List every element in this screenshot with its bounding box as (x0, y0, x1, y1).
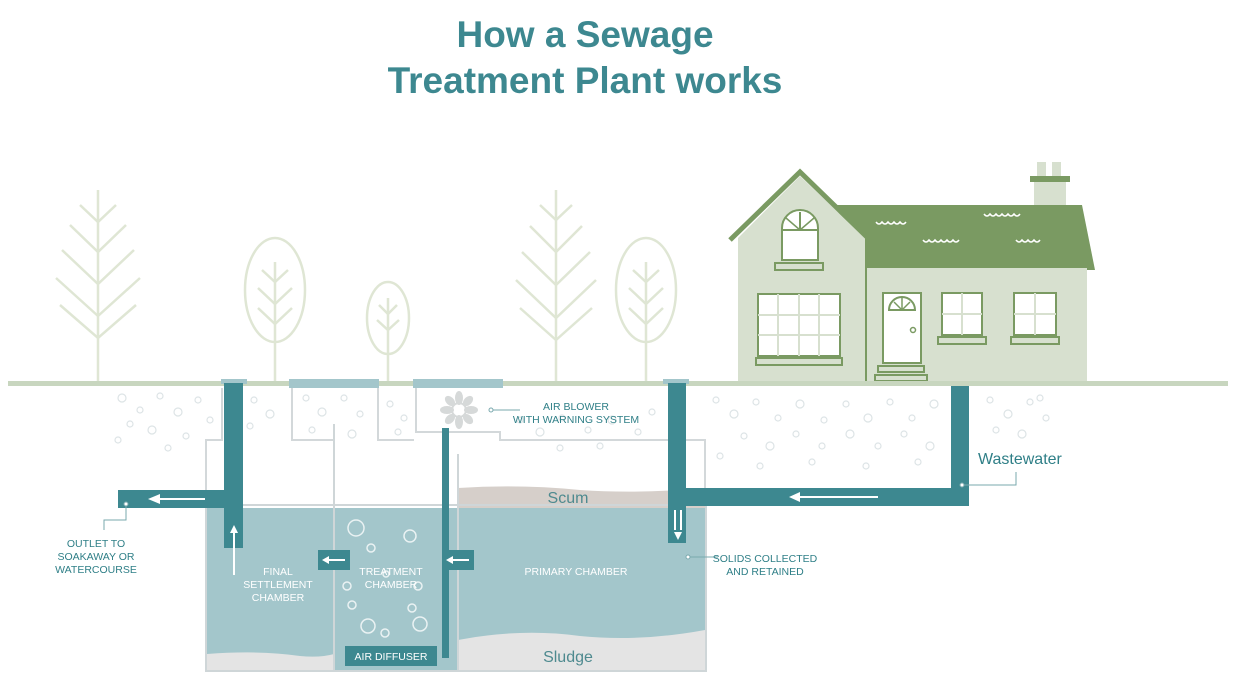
cover-1 (221, 379, 247, 384)
solids-label-2: AND RETAINED (726, 566, 804, 578)
air-blower-label-1: AIR BLOWER (543, 401, 609, 413)
page-title: How a Sewage Treatment Plant works (0, 12, 1170, 104)
tree-5 (614, 236, 678, 383)
title-line-2: Treatment Plant works (387, 60, 783, 101)
outlet-label-3: WATERCOURSE (55, 564, 137, 576)
treatment-chamber-label-2: CHAMBER (365, 579, 418, 591)
tree-2 (243, 236, 307, 383)
cover-3 (413, 379, 503, 388)
solids-label-1: SOLIDS COLLECTED (713, 553, 818, 565)
tank-water (207, 486, 705, 670)
primary-chamber-label: PRIMARY CHAMBER (525, 566, 628, 578)
tree-1 (55, 190, 141, 383)
air-bubbles (342, 519, 428, 638)
house (728, 162, 1095, 382)
scum-label: Scum (548, 490, 589, 507)
flow-arrows (148, 492, 878, 575)
tree-3 (365, 280, 411, 383)
sludge-label: Sludge (543, 649, 593, 666)
cover-2 (289, 379, 379, 388)
treatment-chamber-label-1: TREATMENT (359, 566, 423, 578)
callout-lines (103, 407, 1017, 560)
chamber-walls (205, 424, 707, 672)
title-line-1: How a Sewage (456, 14, 714, 55)
wastewater-label: Wastewater (978, 451, 1063, 468)
air-diffuser-label: AIR DIFFUSER (355, 651, 428, 663)
gravel (114, 392, 1050, 470)
outlet-label-2: SOAKAWAY OR (57, 551, 134, 563)
cover-4 (663, 379, 689, 384)
tree-4 (515, 190, 597, 383)
ground-line (8, 381, 1228, 386)
outlet-label-1: OUTLET TO (67, 538, 125, 550)
final-settlement-label-1: FINAL (263, 566, 293, 578)
air-blower-icon (440, 391, 478, 429)
air-blower-label-2: WITH WARNING SYSTEM (513, 414, 639, 426)
access-shafts (205, 388, 706, 505)
final-settlement-label-2: SETTLEMENT (243, 579, 313, 591)
final-settlement-label-3: CHAMBER (252, 592, 305, 604)
